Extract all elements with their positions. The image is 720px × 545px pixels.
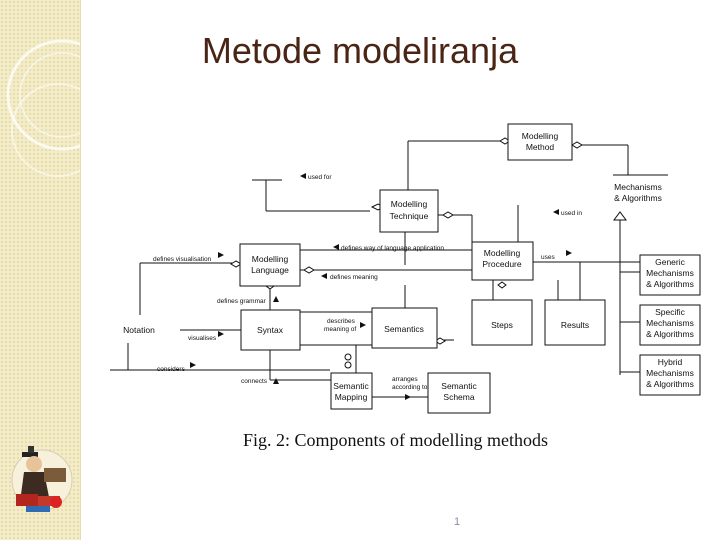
node-label: Modelling — [484, 248, 521, 258]
node-semantics — [371, 307, 438, 349]
node-label: & Algorithms — [646, 279, 694, 289]
node-semantic-mapping — [330, 372, 373, 410]
relation-label: defines visualisation — [153, 256, 212, 263]
node-label: Semantic — [333, 381, 369, 391]
node-label: Mechanisms — [646, 368, 694, 378]
relation-label: meaning of — [324, 326, 356, 333]
relation-label: connects — [241, 378, 268, 385]
page-number: 1 — [454, 516, 461, 528]
node-label: Language — [251, 265, 289, 275]
node-label: Method — [526, 142, 555, 152]
node-label: Modelling — [522, 131, 559, 141]
node-label: Notation — [123, 325, 155, 335]
node-label: Procedure — [482, 259, 521, 269]
relation-label: according to — [392, 384, 428, 391]
node-label: Modelling — [391, 199, 428, 209]
relation-label: arranges — [392, 376, 418, 383]
node-steps — [471, 299, 533, 346]
node-specific-mechanisms — [639, 304, 701, 346]
teacher-clipart — [11, 446, 73, 512]
node-label: Results — [561, 320, 589, 330]
node-modelling-technique — [379, 189, 439, 233]
node-label: & Algorithms — [646, 329, 694, 339]
node-hybrid-mechanisms — [639, 354, 701, 396]
relation-label: used for — [308, 174, 332, 181]
node-syntax — [240, 309, 301, 351]
node-label: Mechanisms — [646, 318, 694, 328]
node-results — [544, 299, 606, 346]
node-label: Modelling — [252, 254, 289, 264]
node-label: Semantics — [384, 324, 424, 334]
node-label: Syntax — [257, 325, 284, 335]
node-label: Mapping — [335, 392, 368, 402]
node-label: Semantic — [441, 381, 477, 391]
node-modelling-procedure — [471, 241, 534, 281]
node-label: Hybrid — [658, 357, 683, 367]
slide-title: Metode modeliranja — [201, 30, 519, 71]
relation-label: defines way of language application — [341, 245, 444, 252]
node-modelling-method — [507, 123, 573, 161]
node-label: Steps — [491, 320, 513, 330]
node-label: Mechanisms — [614, 182, 662, 192]
node-semantic-schema — [427, 372, 491, 414]
node-label: & Algorithms — [614, 193, 662, 203]
relation-label: considers — [157, 366, 186, 373]
node-generic-mechanisms — [639, 254, 701, 296]
node-label: Schema — [443, 392, 474, 402]
relation-label: uses — [541, 254, 555, 261]
relation-label: defines grammar — [217, 298, 267, 305]
node-label: & Algorithms — [646, 379, 694, 389]
node-label: Specific — [655, 307, 686, 317]
node-label: Generic — [655, 257, 686, 267]
node-label: Mechanisms — [646, 268, 694, 278]
decorative-sidebar — [0, 0, 118, 540]
figure-caption: Fig. 2: Components of modelling methods — [243, 430, 548, 450]
relation-label: visualises — [188, 335, 217, 342]
node-label: Technique — [390, 211, 429, 221]
relation-label: used in — [561, 210, 582, 217]
relation-label: defines meaning — [330, 274, 378, 281]
node-modelling-language — [239, 243, 301, 287]
relation-label: describes — [327, 318, 356, 325]
